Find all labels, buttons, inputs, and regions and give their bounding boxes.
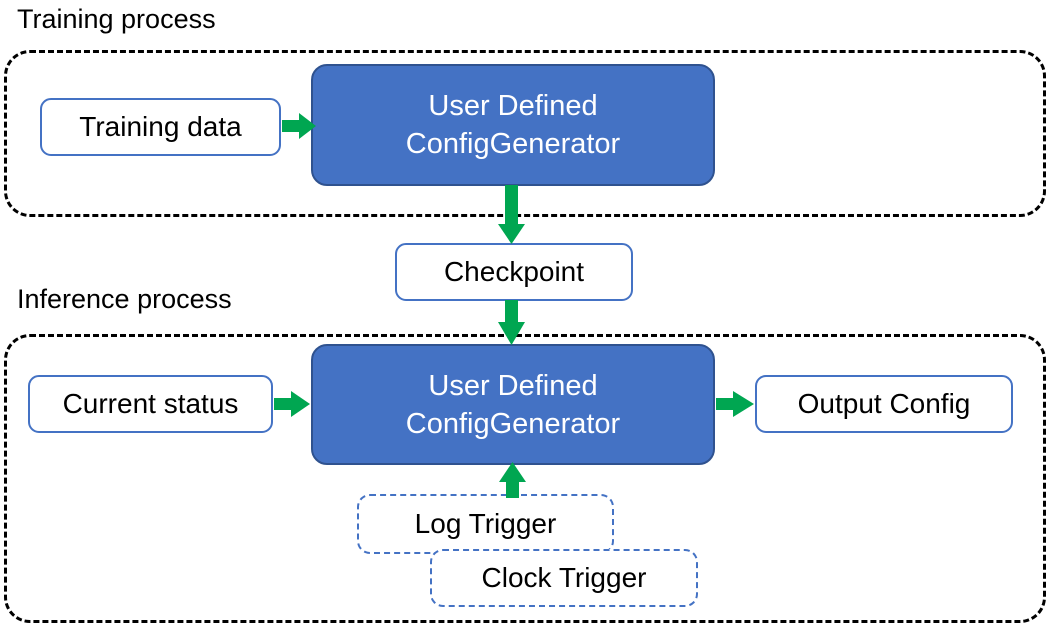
node-output-config[interactable]: Output Config: [755, 375, 1013, 433]
generator-training-line-1: User Defined: [428, 90, 598, 122]
node-training-data[interactable]: Training data: [40, 98, 281, 156]
training-process-caption: Training process: [17, 4, 216, 34]
generator-training-line-2: ConfigGenerator: [405, 128, 621, 160]
node-current-status[interactable]: Current status: [28, 375, 273, 433]
inference-process-caption: Inference process: [17, 284, 232, 314]
node-log-trigger-label: Log Trigger: [414, 508, 557, 539]
generator-inference-line-2: ConfigGenerator: [405, 407, 621, 440]
node-output-config-label: Output Config: [797, 388, 971, 419]
node-checkpoint-label: Checkpoint: [443, 256, 585, 287]
training-process-container: [4, 50, 1046, 217]
node-clock-trigger[interactable]: Clock Trigger: [430, 549, 698, 607]
node-log-trigger[interactable]: Log Trigger: [357, 494, 614, 554]
inference-process-container: [4, 334, 1046, 623]
node-user-defined-configgenerator-training[interactable]: User Defined ConfigGenerator: [311, 64, 715, 186]
node-clock-trigger-label: Clock Trigger: [481, 562, 647, 593]
node-checkpoint[interactable]: Checkpoint: [395, 243, 633, 301]
node-current-status-label: Current status: [62, 388, 239, 419]
node-user-defined-configgenerator-inference[interactable]: User Defined ConfigGenerator: [311, 344, 715, 465]
generator-inference-line-1: User Defined: [428, 369, 598, 402]
node-training-data-label: Training data: [79, 111, 242, 142]
